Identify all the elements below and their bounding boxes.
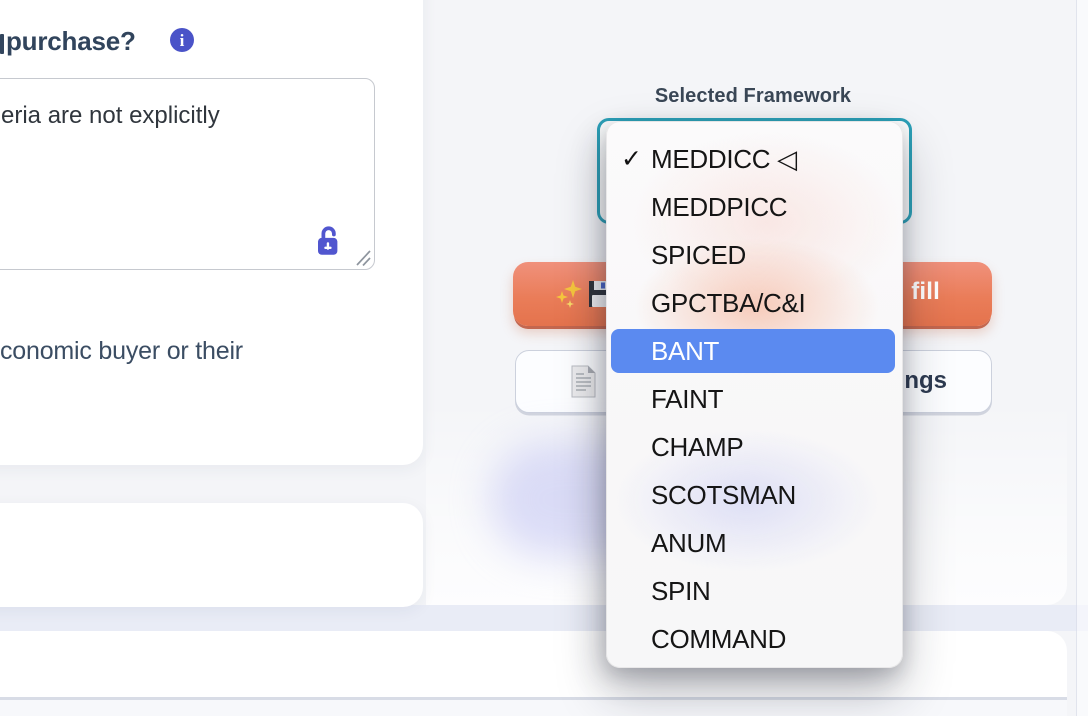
unlock-icon[interactable] xyxy=(314,224,344,258)
question-title: purchase? xyxy=(6,26,136,56)
info-icon[interactable]: i xyxy=(170,28,194,52)
dropdown-item-spiced[interactable]: ✓SPICED xyxy=(651,240,747,270)
bottom-panel-row xyxy=(0,700,1067,716)
clipped-letter-fragment xyxy=(0,34,4,54)
sparkles-icon xyxy=(556,280,582,308)
framework-label: Selected Framework xyxy=(654,85,852,107)
check-icon: ✓ xyxy=(621,145,642,173)
bottom-divider xyxy=(0,697,1067,700)
dropdown-item-meddpicc[interactable]: ✓MEDDPICC xyxy=(651,192,788,222)
dropdown-item-scotsman[interactable]: ✓SCOTSMAN xyxy=(651,480,796,510)
dropdown-item-bant[interactable]: ✓BANT xyxy=(607,327,902,375)
dropdown-item-anum[interactable]: ✓ANUM xyxy=(651,528,727,558)
dropdown-item-command[interactable]: ✓COMMAND xyxy=(651,624,787,654)
framework-option-list: ✓MEDDICC ◁ ✓MEDDPICC ✓SPICED ✓GPCTBA/C&I… xyxy=(607,122,902,669)
dropdown-item-spin[interactable]: ✓SPIN xyxy=(651,576,711,606)
question-title-2: conomic buyer or their xyxy=(0,337,243,365)
settings-button-label: ngs xyxy=(904,366,947,394)
section-band xyxy=(0,605,1088,631)
answer-textarea[interactable]: eria are not explicitly xyxy=(0,78,375,270)
autofill-button-label: fill xyxy=(911,278,940,305)
bottom-panel xyxy=(0,631,1067,716)
framework-dropdown: ✓MEDDICC ◁ ✓MEDDPICC ✓SPICED ✓GPCTBA/C&I… xyxy=(606,121,903,668)
dropdown-item-champ[interactable]: ✓CHAMP xyxy=(651,432,744,462)
dropdown-item-meddicc[interactable]: ✓MEDDICC ◁ xyxy=(607,135,902,183)
dropdown-item-gpctba[interactable]: ✓GPCTBA/C&I xyxy=(651,288,806,318)
dropdown-item-faint[interactable]: ✓FAINT xyxy=(651,384,724,414)
resize-handle-icon[interactable] xyxy=(353,249,372,266)
right-rail xyxy=(1076,0,1088,716)
question-card-bottom xyxy=(0,503,423,607)
page-icon xyxy=(571,365,596,398)
